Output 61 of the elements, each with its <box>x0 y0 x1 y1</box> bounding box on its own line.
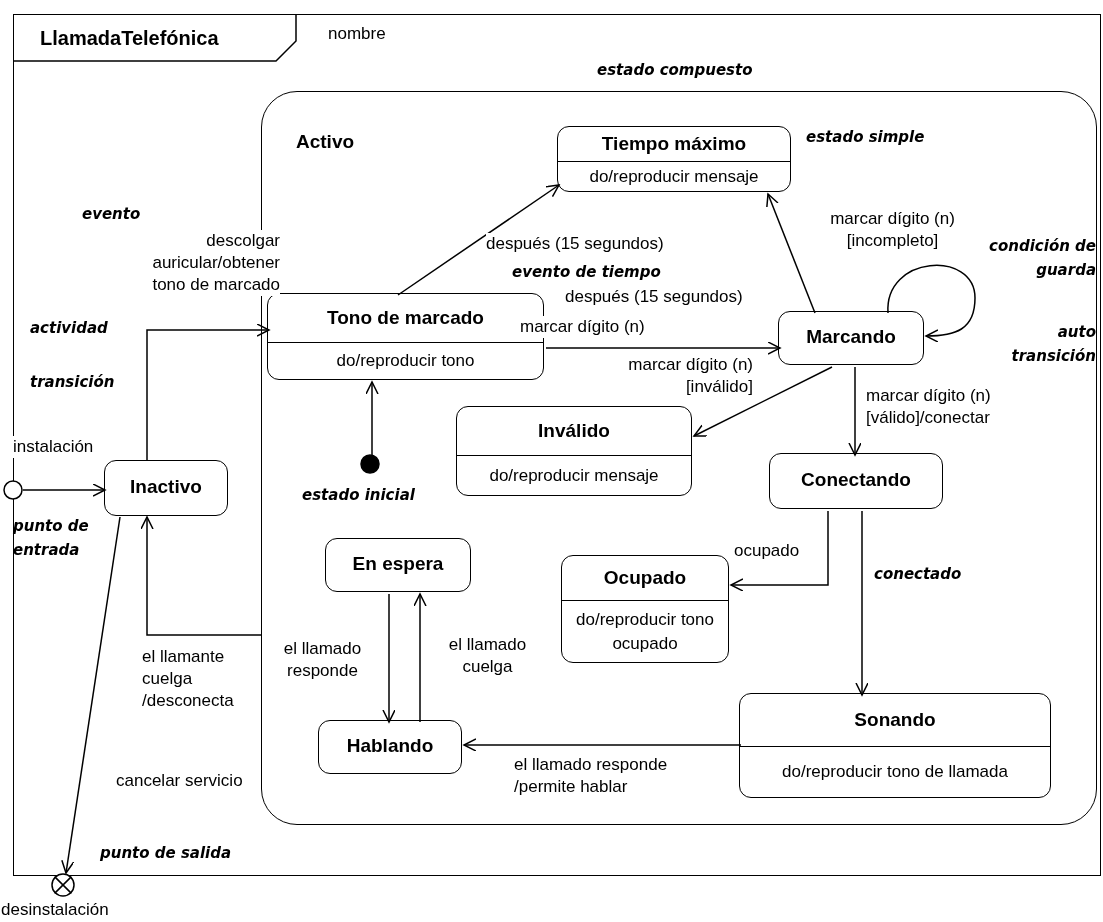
annotation-note: estado simple <box>806 127 925 148</box>
annotation-note: condición de guarda <box>988 236 1096 281</box>
frame-title: LlamadaTelefónica <box>40 26 219 51</box>
transition-arrow <box>693 366 833 437</box>
transition-arrow <box>887 264 976 343</box>
state-name: Inactivo <box>130 475 202 500</box>
state-name: Marcando <box>806 325 896 350</box>
state-box <box>325 538 471 592</box>
transition-arrow <box>397 184 560 296</box>
state-box <box>557 126 791 192</box>
exit-point-symbol <box>51 873 75 897</box>
transition-arrow <box>365 381 379 457</box>
state-name: Activo <box>296 130 355 154</box>
transition-arrow <box>413 593 427 723</box>
state-activity: do/reproducir mensaje <box>489 464 659 487</box>
annotation-note: auto transición <box>1010 322 1096 367</box>
state-activity: do/reproducir tono de llamada <box>782 761 1008 784</box>
state-activity: do/reproducir tono ocupado <box>575 609 715 655</box>
transition-arrow <box>61 516 121 874</box>
state-name: Ocupado <box>603 565 687 590</box>
transition-arrow <box>730 510 829 592</box>
annotation-note: actividad <box>30 318 108 339</box>
state-activity: do/reproducir mensaje <box>589 165 759 188</box>
annotation-note: evento <box>82 204 141 225</box>
annotation-note: estado compuesto <box>597 60 753 81</box>
annotation-note: estado inicial <box>302 485 415 506</box>
state-name: Sonando <box>854 707 936 732</box>
initial-state-dot <box>360 454 380 474</box>
transition-arrow <box>140 516 263 636</box>
transition-arrow <box>766 193 816 314</box>
state-name: Inválido <box>538 418 610 443</box>
transition-arrow <box>382 593 396 723</box>
annotation-note: punto de salida <box>100 843 232 864</box>
transition-arrow <box>463 738 742 752</box>
state-box <box>104 460 228 516</box>
annotation-note: transición <box>30 372 115 393</box>
state-activity: do/reproducir tono <box>336 350 475 373</box>
state-name: Hablando <box>346 734 434 759</box>
state-name: Conectando <box>801 468 911 493</box>
state-box <box>456 406 692 496</box>
transition-arrow <box>146 323 270 462</box>
state-box <box>318 720 462 774</box>
transition-arrow <box>848 366 862 456</box>
state-box <box>561 555 729 663</box>
state-name: Tono de marcado <box>327 305 484 330</box>
state-name: Tiempo máximo <box>601 131 747 156</box>
state-box <box>739 693 1051 798</box>
transition-arrow <box>855 510 869 696</box>
transition-arrow <box>545 341 781 355</box>
annotation-note: evento de tiempo <box>512 262 661 283</box>
state-box <box>778 311 924 365</box>
entry-point-circle <box>3 480 23 500</box>
state-box <box>769 453 943 509</box>
annotation-note: punto de entrada <box>13 516 90 561</box>
transition-label: instalación <box>13 436 94 458</box>
transition-label: después (15 segundos) <box>486 233 664 255</box>
name-note: nombre <box>328 23 386 45</box>
node-caption: desinstalación <box>1 899 109 921</box>
state-name: En espera <box>352 552 444 577</box>
transition-label: marcar dígito (n) <box>520 316 645 338</box>
transition-arrow <box>22 483 106 497</box>
